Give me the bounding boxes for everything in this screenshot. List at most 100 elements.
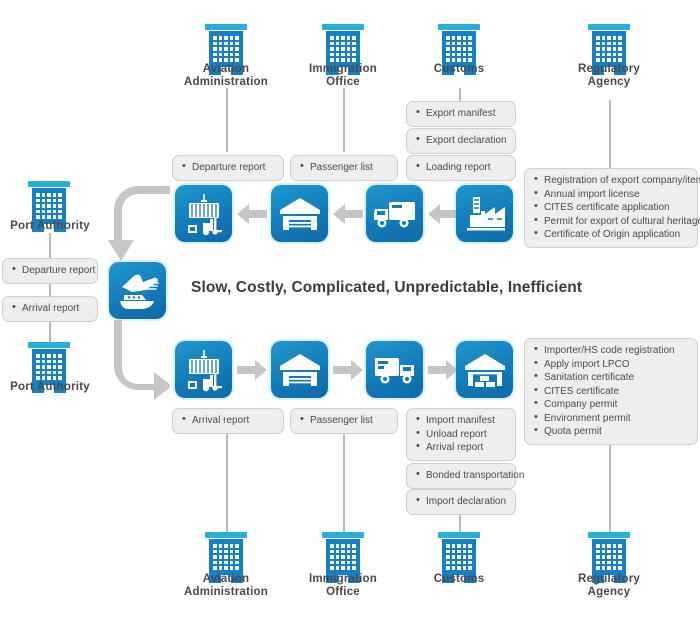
tile-factory-export[interactable] (456, 185, 513, 242)
connector-immigration-bottom (343, 428, 345, 532)
port-hub-tile[interactable] (109, 262, 166, 319)
doc-item: Arrival report (182, 413, 274, 428)
docbox-regulatory-export-permits[interactable]: Registration of export company/item Annu… (524, 168, 700, 248)
label-line-1: Port Authority (10, 220, 90, 232)
container-forklift-icon (187, 349, 222, 391)
agency-label-port-authority-bottom: Port Authority (0, 381, 100, 394)
doc-item: Certificate of Origin application (534, 227, 688, 242)
label-line-1: Customs (433, 573, 485, 585)
docbox-loading-report[interactable]: Loading report (406, 155, 516, 181)
tile-container-forklift-export[interactable] (175, 185, 232, 242)
tile-container-forklift-import[interactable] (175, 341, 232, 398)
label-line-1: Regulatory (577, 573, 641, 585)
connector-immigration-top (343, 88, 345, 152)
doc-item: Apply import LPCO (534, 357, 688, 372)
building-icon (587, 532, 631, 584)
docbox-export-declaration[interactable]: Export declaration (406, 128, 516, 154)
doc-item: Loading report (416, 160, 506, 175)
agency-label-immigration-office-top: Immigration Office (283, 63, 403, 89)
agency-label-regulatory-agency-bottom: Regulatory Agency (549, 573, 669, 599)
doc-item: Environment permit (534, 411, 688, 426)
docbox-departure-report-top[interactable]: Departure report (172, 155, 284, 181)
docbox-passenger-list-bottom[interactable]: Passenger list (290, 408, 398, 434)
building-icon (321, 24, 365, 76)
connector-port-top (49, 233, 51, 258)
building-icon (27, 181, 71, 233)
label-line-2: Office (326, 586, 360, 598)
label-line-1: Immigration (308, 573, 377, 585)
doc-item: Arrival report (12, 301, 88, 316)
connector-port-mid (49, 276, 51, 296)
doc-item: Arrival report (416, 440, 506, 455)
tile-warehouse-export[interactable] (271, 185, 328, 242)
docbox-regulatory-import-permits[interactable]: Importer/HS code registration Apply impo… (524, 338, 698, 445)
docbox-import-manifest-group[interactable]: Import manifest Unload report Arrival re… (406, 408, 516, 461)
doc-item: CITES certificate (534, 384, 688, 399)
docbox-bonded-transportation[interactable]: Bonded transportation (406, 463, 524, 489)
label-line-1: Aviation (202, 573, 250, 585)
warehouse-icon (279, 197, 320, 230)
tile-warehouse-stock-import[interactable] (456, 341, 513, 398)
doc-item: Permit for export of cultural heritage (534, 214, 700, 229)
agency-label-customs-top: Customs (399, 63, 519, 76)
building-icon (321, 532, 365, 584)
warehouse-icon (279, 353, 320, 386)
connector-customs-top (459, 88, 461, 101)
docbox-departure-report-port[interactable]: Departure report (2, 258, 98, 284)
agency-label-aviation-administration-bottom: Aviation Administration (166, 573, 286, 599)
docbox-passenger-list-top[interactable]: Passenger list (290, 155, 398, 181)
connector-port-bottom (49, 320, 51, 342)
building-icon (437, 532, 481, 584)
arrow-right-import-1 (237, 358, 267, 382)
label-line-2: Administration (184, 76, 268, 88)
label-line-1: Aviation (202, 63, 250, 75)
building-icon (437, 24, 481, 76)
curved-arrow-down-to-import (108, 320, 170, 400)
doc-item: CITES certificate application (534, 200, 688, 215)
doc-item: Unload report (416, 427, 506, 442)
building-icon (204, 24, 248, 76)
doc-item: Company permit (534, 397, 688, 412)
factory-icon (466, 196, 505, 230)
connector-regulatory-bottom (609, 438, 611, 532)
doc-item: Export declaration (416, 133, 507, 148)
label-line-2: Agency (587, 76, 631, 88)
arrow-left-export-1 (237, 202, 267, 226)
agency-label-immigration-office-bottom: Immigration Office (283, 573, 403, 599)
doc-item: Bonded transportation (416, 468, 524, 483)
doc-item: Quota permit (534, 424, 688, 439)
doc-item: Departure report (12, 263, 95, 278)
label-line-2: Agency (587, 586, 631, 598)
docbox-arrival-report-port[interactable]: Arrival report (2, 296, 98, 322)
container-forklift-icon (187, 193, 222, 235)
doc-item: Departure report (182, 160, 274, 175)
doc-item: Annual import license (534, 187, 688, 202)
truck-icon (373, 201, 415, 227)
building-icon (204, 532, 248, 584)
tile-truck-export[interactable] (366, 185, 423, 242)
label-line-2: Administration (184, 586, 268, 598)
tile-warehouse-import[interactable] (271, 341, 328, 398)
docbox-export-manifest[interactable]: Export manifest (406, 101, 516, 127)
agency-label-customs-bottom: Customs (399, 573, 519, 586)
label-line-1: Customs (433, 63, 485, 75)
docbox-import-declaration[interactable]: Import declaration (406, 489, 516, 515)
doc-item: Passenger list (300, 160, 388, 175)
agency-label-regulatory-agency-top: Regulatory Agency (549, 63, 669, 89)
doc-item: Passenger list (300, 413, 388, 428)
tile-truck-import[interactable] (366, 341, 423, 398)
arrow-left-export-2 (333, 202, 363, 226)
arrow-right-import-2 (333, 358, 363, 382)
doc-item: Sanitation certificate (534, 370, 688, 385)
warehouse-stock-icon (464, 353, 505, 387)
doc-item: Registration of export company/item (534, 173, 700, 188)
docbox-arrival-report-bottom[interactable]: Arrival report (172, 408, 284, 434)
connector-customs-bottom (459, 510, 461, 532)
connector-aviation-top (226, 88, 228, 152)
plane-ship-icon (119, 274, 159, 309)
curved-arrow-up-to-export (108, 182, 170, 262)
agency-label-port-authority-top: Port Authority (0, 220, 100, 233)
arrow-right-import-3 (428, 358, 458, 382)
label-line-1: Regulatory (577, 63, 641, 75)
